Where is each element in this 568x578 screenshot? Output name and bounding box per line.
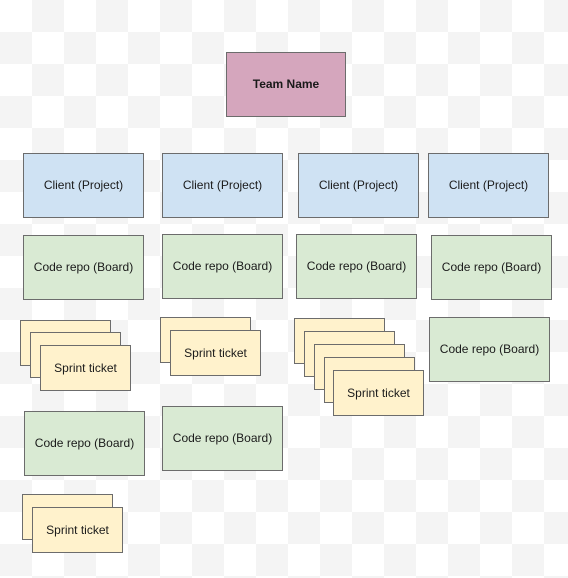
sprint-ticket-node[interactable]: Sprint ticket bbox=[40, 345, 131, 391]
repo-node[interactable]: Code repo (Board) bbox=[162, 234, 283, 299]
sprint-ticket-node[interactable]: Sprint ticket bbox=[32, 507, 123, 553]
repo-node[interactable]: Code repo (Board) bbox=[24, 411, 145, 476]
repo-node[interactable]: Code repo (Board) bbox=[23, 235, 144, 300]
client-node-1[interactable]: Client (Project) bbox=[23, 153, 144, 218]
client-node-4[interactable]: Client (Project) bbox=[428, 153, 549, 218]
client-node-2[interactable]: Client (Project) bbox=[162, 153, 283, 218]
repo-node[interactable]: Code repo (Board) bbox=[431, 235, 552, 300]
sprint-ticket-node[interactable]: Sprint ticket bbox=[333, 370, 424, 416]
team-node[interactable]: Team Name bbox=[226, 52, 346, 117]
repo-node[interactable]: Code repo (Board) bbox=[162, 406, 283, 471]
repo-node[interactable]: Code repo (Board) bbox=[296, 234, 417, 299]
client-node-3[interactable]: Client (Project) bbox=[298, 153, 419, 218]
repo-node[interactable]: Code repo (Board) bbox=[429, 317, 550, 382]
sprint-ticket-node[interactable]: Sprint ticket bbox=[170, 330, 261, 376]
